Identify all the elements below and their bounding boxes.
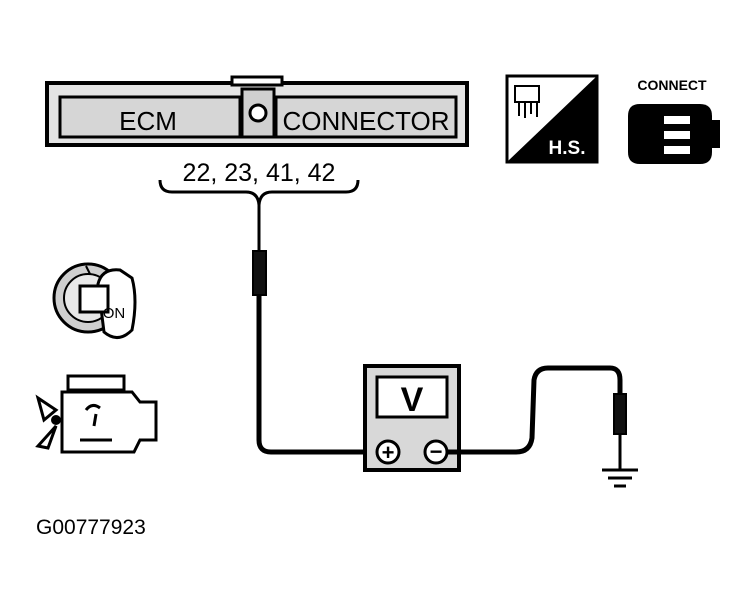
negative-terminal-sign: − bbox=[430, 439, 443, 464]
connector-left-label: ECM bbox=[119, 106, 177, 136]
connector-right-panel bbox=[274, 95, 458, 139]
voltmeter: V + − bbox=[363, 364, 461, 472]
connector-center-hole bbox=[248, 103, 268, 123]
positive-probe-lead bbox=[252, 205, 375, 455]
harness-hs-label: H.S. bbox=[549, 138, 586, 159]
connector-latch bbox=[230, 75, 284, 87]
positive-terminal bbox=[375, 439, 401, 465]
connector-left-panel bbox=[58, 95, 242, 139]
ecm-connector: ECM CONNECTOR bbox=[45, 75, 469, 147]
figure-id: G00777923 bbox=[36, 516, 146, 539]
connect-icon-label: CONNECT bbox=[637, 77, 707, 93]
voltmeter-display bbox=[375, 375, 449, 419]
voltmeter-symbol: V bbox=[401, 381, 424, 419]
pin-numbers: 22, 23, 41, 42 bbox=[183, 159, 336, 187]
connect-icon: CONNECT bbox=[628, 77, 720, 164]
harness-hs-icon: H.S. bbox=[505, 74, 599, 164]
probe-tip-positive bbox=[252, 250, 267, 296]
positive-terminal-sign: + bbox=[382, 440, 395, 465]
ignition-key-on-icon: ON bbox=[52, 262, 137, 339]
connector-right-label: CONNECTOR bbox=[282, 106, 449, 136]
probe-tip-negative bbox=[613, 393, 627, 435]
engine-running-icon bbox=[35, 374, 158, 454]
ground-lead bbox=[447, 365, 638, 488]
ignition-key-label: ON bbox=[103, 305, 126, 322]
